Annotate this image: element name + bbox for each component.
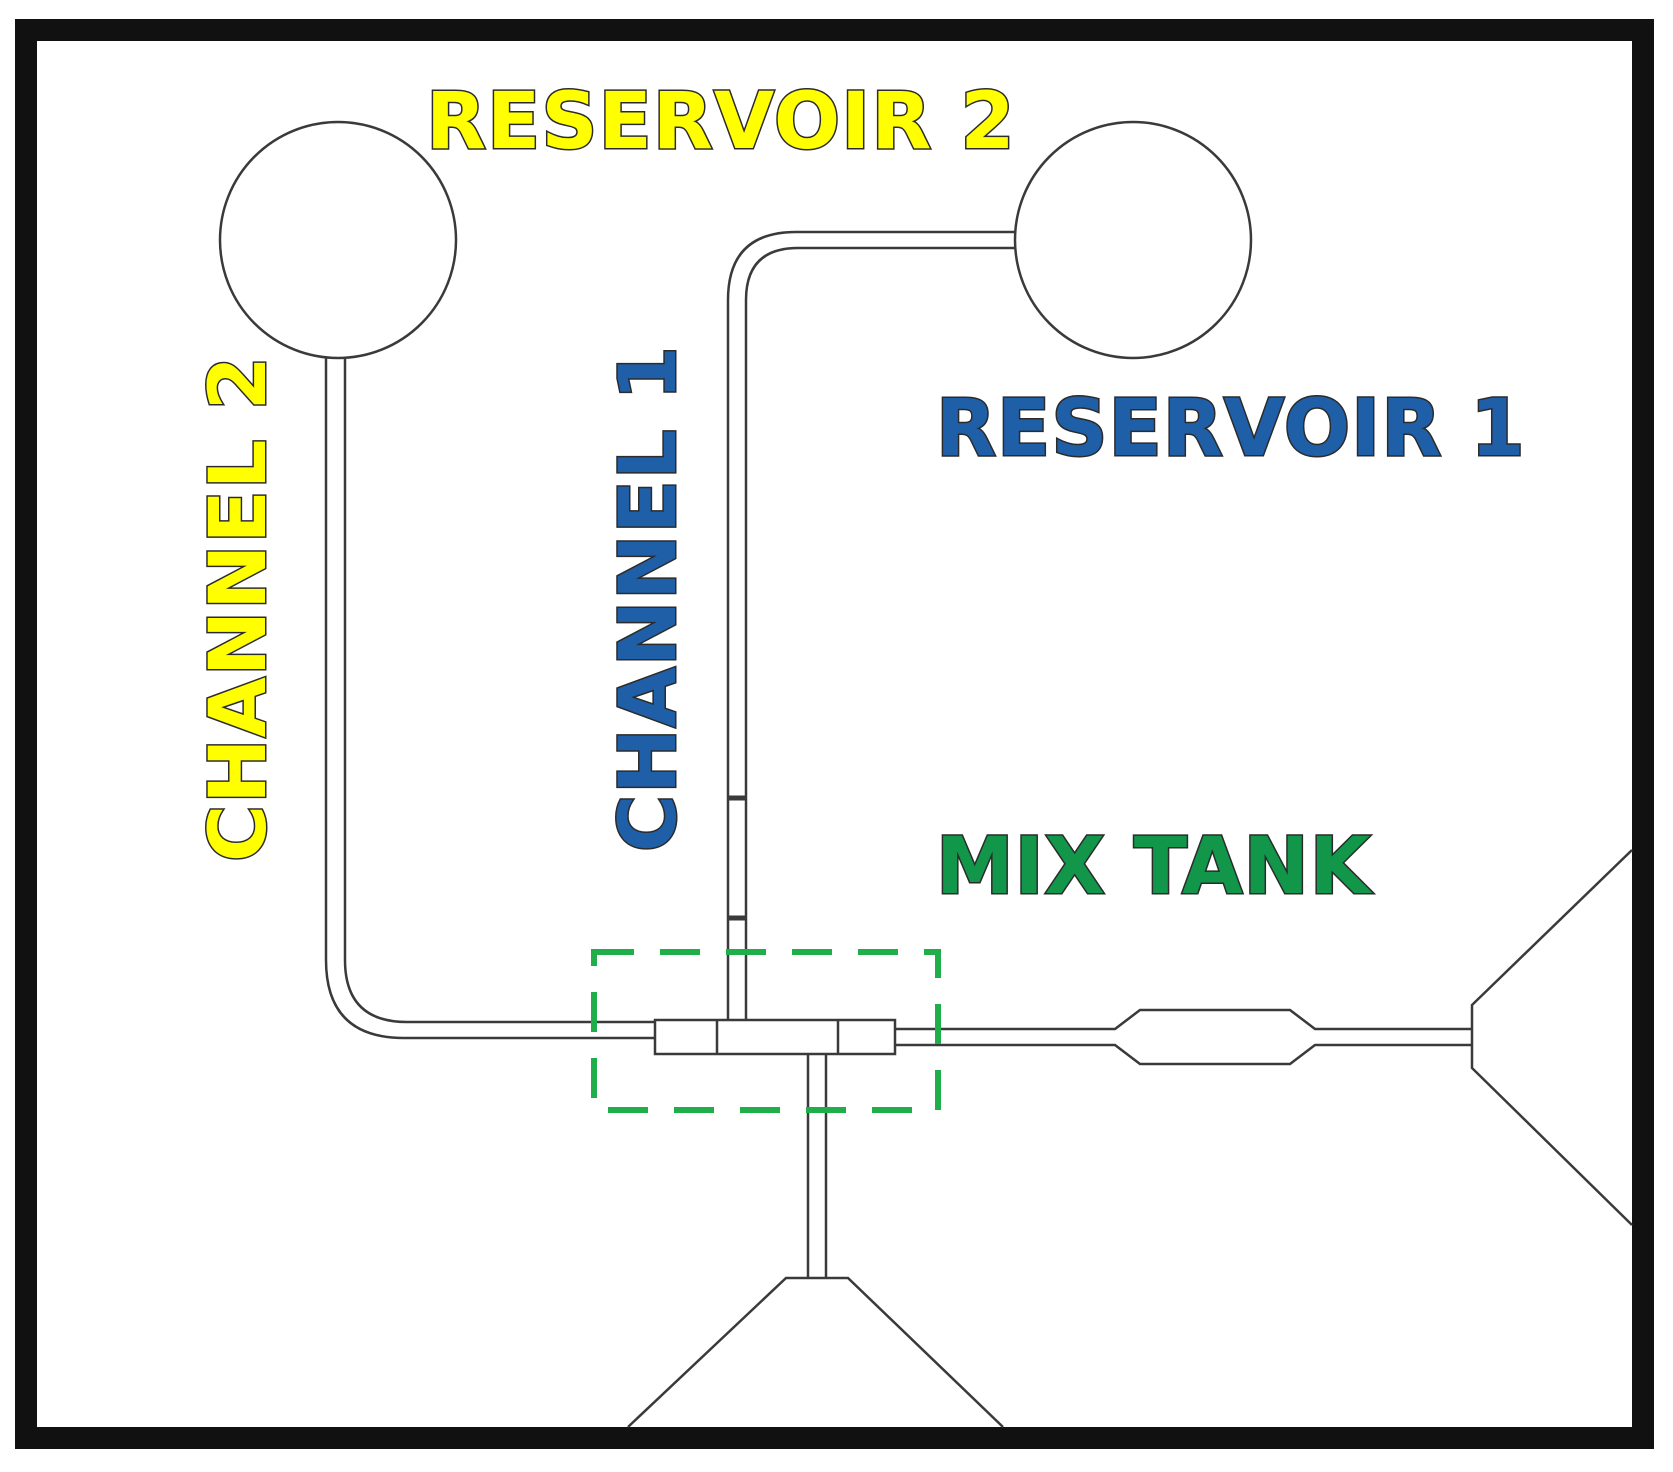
channel-1-label: CHANNEL 1 — [604, 345, 694, 852]
reservoir-1-well — [1013, 120, 1253, 360]
mix-channel-path — [895, 1008, 1472, 1066]
channel-2-path — [324, 358, 655, 1040]
mix-tank-chamber — [1470, 849, 1633, 1226]
channel-2-label: CHANNEL 2 — [194, 355, 284, 862]
reservoir-1-label: RESERVOIR 1 — [936, 384, 1526, 474]
junction-highlight-box — [591, 949, 941, 1113]
channel-1-path — [726, 230, 1015, 1020]
outlet-channel-path — [806, 1054, 828, 1278]
reservoir-2-well — [218, 120, 458, 360]
mix-tank-label: MIX TANK — [936, 822, 1373, 912]
junction-block — [653, 1018, 897, 1056]
reservoir-2-label: RESERVOIR 2 — [426, 77, 1016, 167]
bottom-chamber — [627, 1276, 1004, 1428]
